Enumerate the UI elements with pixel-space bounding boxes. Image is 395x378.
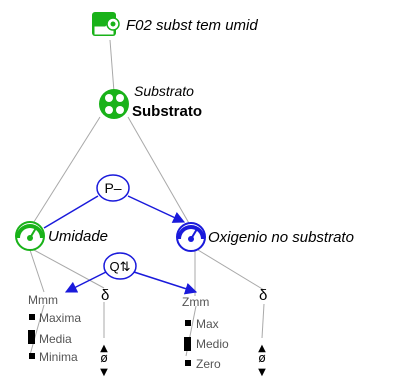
- value-marker-media-current: [28, 330, 35, 344]
- quantity-icon-left[interactable]: [15, 221, 45, 251]
- value-marker-medio-current: [184, 337, 191, 351]
- value-max[interactable]: Max: [196, 317, 219, 331]
- value-medio[interactable]: Medio: [196, 337, 229, 351]
- derivative-symbol-left: δ: [101, 287, 109, 304]
- value-marker-minima: [29, 353, 35, 359]
- correspondence-relation[interactable]: Q⇅: [103, 252, 137, 280]
- derivative-list-left: ▲ ø ▼: [100, 343, 108, 378]
- quantity-space-name-left: Mmm: [28, 293, 58, 307]
- derivative-zero-right[interactable]: ø: [258, 351, 265, 365]
- quantity-name-left: Umidade: [48, 228, 108, 245]
- structure-lines: [29, 39, 265, 357]
- value-list-right: Max Medio Zero: [184, 317, 229, 371]
- value-marker-maxima: [29, 314, 35, 320]
- model-title: F02 subst tem umid: [126, 17, 258, 34]
- entity-name-italic: Substrato: [134, 83, 194, 99]
- proportionality-label: P–: [104, 180, 121, 196]
- value-media[interactable]: Media: [39, 332, 72, 346]
- derivative-list-right: ▲ ø ▼: [258, 343, 266, 378]
- quantity-icon-right[interactable]: [176, 222, 206, 252]
- quantity-name-right: Oxigenio no substrato: [208, 229, 354, 246]
- derivative-down-right[interactable]: ▼: [258, 367, 266, 378]
- value-list-left: Maxima Media Minima: [28, 311, 81, 364]
- value-marker-zero: [185, 360, 191, 366]
- value-minima[interactable]: Minima: [39, 350, 78, 364]
- entity-name-bold: Substrato: [132, 103, 202, 120]
- derivative-down-left[interactable]: ▼: [100, 367, 108, 378]
- proportionality-relation[interactable]: P–: [96, 174, 130, 202]
- derivative-up-left[interactable]: ▲: [100, 343, 108, 354]
- entity-circle-icon[interactable]: [99, 89, 129, 119]
- folder-gear-icon[interactable]: [92, 12, 120, 36]
- derivative-symbol-right: δ: [259, 287, 267, 304]
- correspondence-label: Q⇅: [109, 259, 130, 274]
- value-zero[interactable]: Zero: [196, 357, 221, 371]
- proportionality-arrows: [43, 195, 186, 229]
- correspondence-arrows: [64, 271, 198, 295]
- value-maxima[interactable]: Maxima: [39, 311, 81, 325]
- value-marker-max: [185, 320, 191, 326]
- derivative-up-right[interactable]: ▲: [258, 343, 266, 354]
- derivative-zero-left[interactable]: ø: [100, 351, 107, 365]
- quantity-space-name-right: Zmm: [182, 295, 209, 309]
